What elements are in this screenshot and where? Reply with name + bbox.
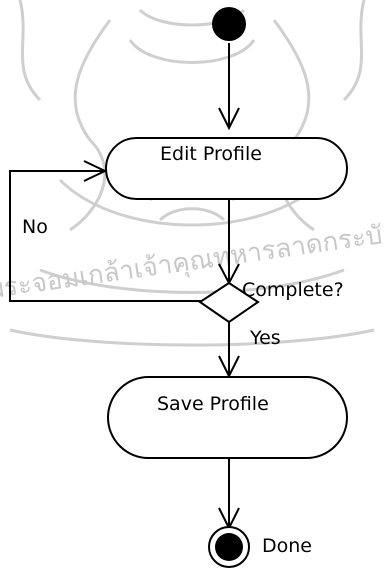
arrowhead-edit-left <box>83 160 108 182</box>
yes-label: Yes <box>250 327 281 349</box>
action-save-profile <box>107 376 348 459</box>
no-label: No <box>22 216 48 238</box>
final-node-dot <box>215 533 243 561</box>
arrowhead-edit-top <box>218 107 240 131</box>
done-label: Done <box>262 535 312 557</box>
edge-no-loop <box>9 170 208 302</box>
decision-node <box>198 281 260 324</box>
save-profile-label: Save Profile <box>157 393 269 415</box>
complete-label: Complete? <box>242 279 344 301</box>
edit-profile-label: Edit Profile <box>160 143 262 165</box>
initial-node <box>212 7 246 41</box>
action-edit-profile <box>105 137 348 200</box>
